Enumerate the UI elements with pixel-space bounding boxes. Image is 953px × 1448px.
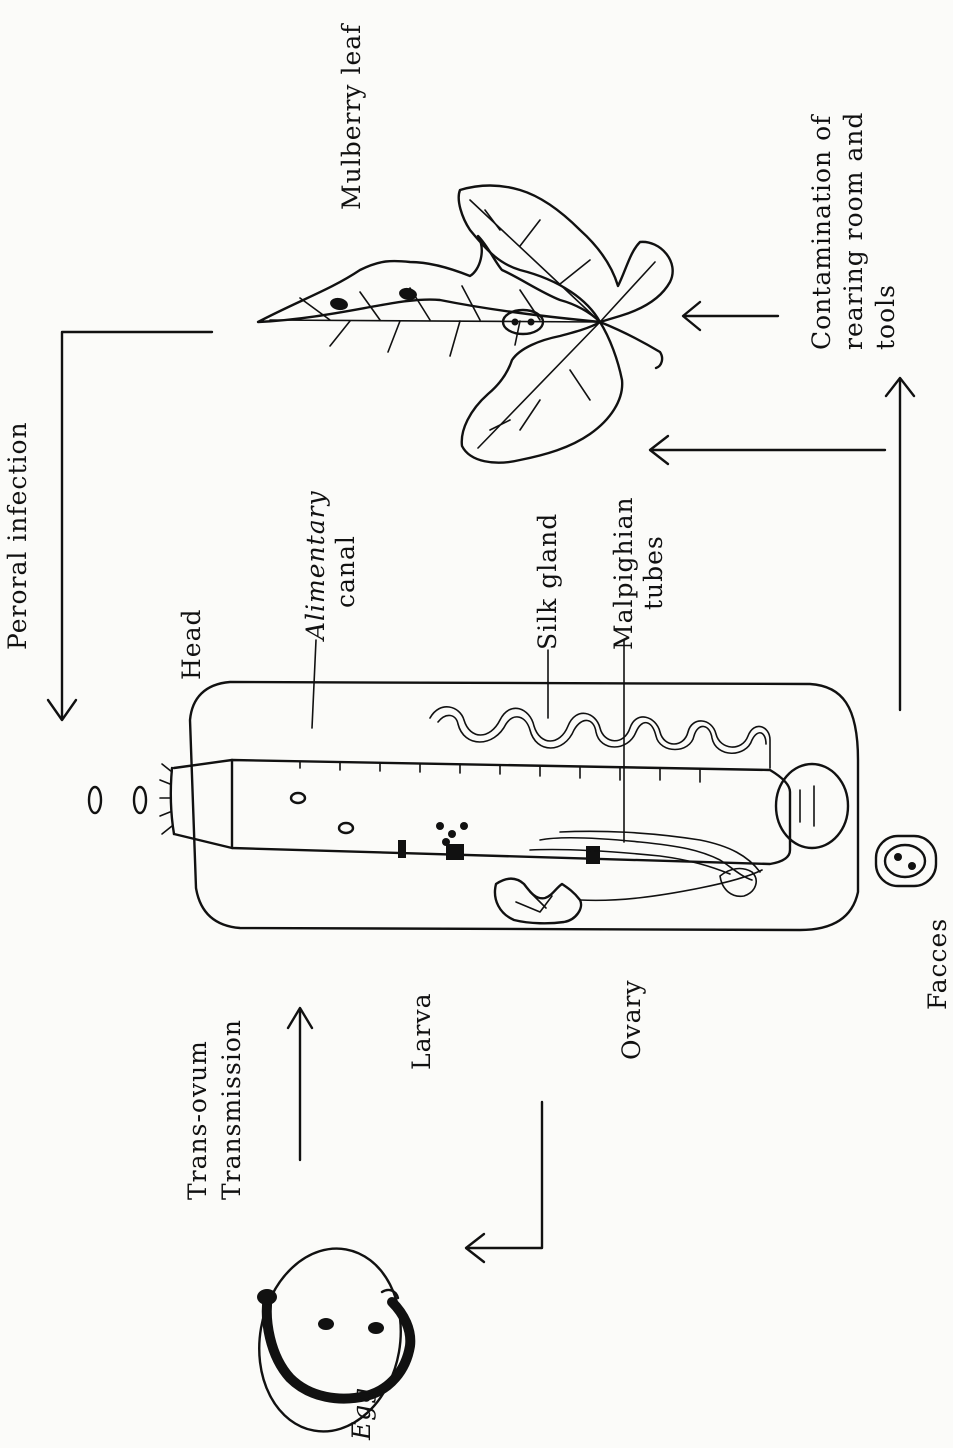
label-alimentary-2: canal (331, 535, 360, 608)
label-leaders (312, 640, 624, 842)
label-mulberry-leaf: Mulberry leaf (337, 23, 366, 210)
label-contamination-2: rearing room and (839, 112, 868, 350)
label-faeces: Facces (923, 918, 952, 1010)
label-silk-gland: Silk gland (533, 513, 562, 650)
label-alimentary-1: Alimentary (301, 490, 330, 642)
egg-illustration (245, 1237, 415, 1443)
ovary-to-egg-arrow (466, 1102, 542, 1262)
label-trans-ovum-1: Trans-ovum (183, 1040, 212, 1200)
small-eggs (89, 787, 146, 813)
label-ovary: Ovary (617, 979, 646, 1060)
label-egg: Egg (347, 1387, 376, 1441)
label-trans-ovum-2: Transmission (217, 1019, 246, 1200)
label-larva: Larva (407, 993, 436, 1071)
label-malpighian-1: Malpighian (609, 496, 638, 650)
label-contamination-1: Contamination of (807, 114, 836, 350)
label-contamination-3: tools (871, 284, 900, 350)
contamination-arrow (683, 302, 778, 330)
label-peroral-infection: Peroral infection (3, 421, 32, 650)
trans-ovum-arrow (288, 1008, 312, 1160)
larva-body (160, 682, 858, 930)
label-head: Head (177, 608, 206, 680)
faeces-pellet (876, 836, 936, 886)
label-malpighian-2: tubes (639, 535, 668, 610)
mulberry-leaf (258, 186, 673, 463)
faeces-to-leaf-arrow (650, 378, 914, 710)
